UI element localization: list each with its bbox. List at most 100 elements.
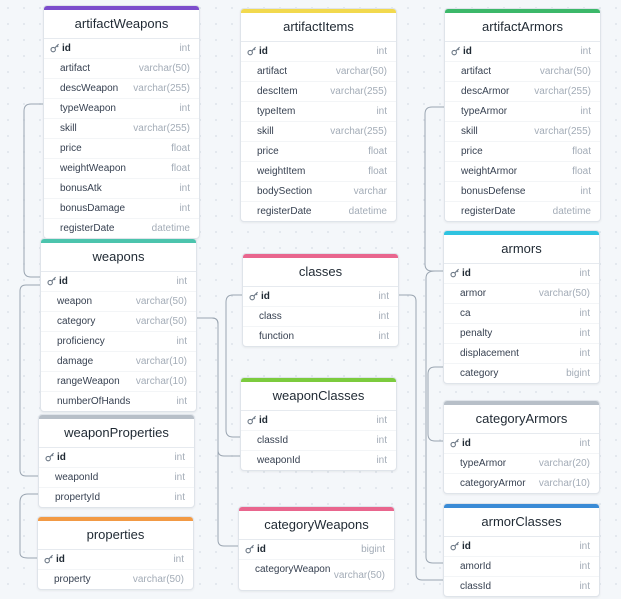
table-title[interactable]: artifactItems <box>241 13 396 42</box>
table-title[interactable]: weaponClasses <box>241 382 396 411</box>
table-title[interactable]: categoryWeapons <box>239 511 394 540</box>
table-title[interactable]: weaponProperties <box>39 419 194 448</box>
table-title[interactable]: categoryArmors <box>444 405 599 434</box>
table-color-bar <box>39 415 194 419</box>
table-title[interactable]: properties <box>38 521 193 550</box>
column-name: id <box>261 291 270 302</box>
key-icon <box>450 439 459 448</box>
column-name: id <box>59 276 68 287</box>
table-title[interactable]: artifactArmors <box>445 13 600 42</box>
table-title[interactable]: weapons <box>41 243 196 272</box>
table-title[interactable]: armors <box>444 235 599 264</box>
key-icon <box>451 47 460 56</box>
table-color-bar <box>444 401 599 405</box>
column-type: int <box>179 43 190 54</box>
table-title[interactable]: armorClasses <box>444 508 599 537</box>
column-name: id <box>462 438 471 449</box>
table-title[interactable]: artifactWeapons <box>44 10 199 39</box>
column-name: typeArmor <box>461 106 508 117</box>
column-name: damage <box>57 356 94 367</box>
column-type: int <box>579 308 590 319</box>
table-title[interactable]: classes <box>243 258 398 287</box>
column-type: int <box>579 328 590 339</box>
column-name: typeWeapon <box>60 103 116 114</box>
column-name: artifact <box>257 66 288 77</box>
column-name: armor <box>460 288 487 299</box>
table-color-bar <box>444 231 599 235</box>
